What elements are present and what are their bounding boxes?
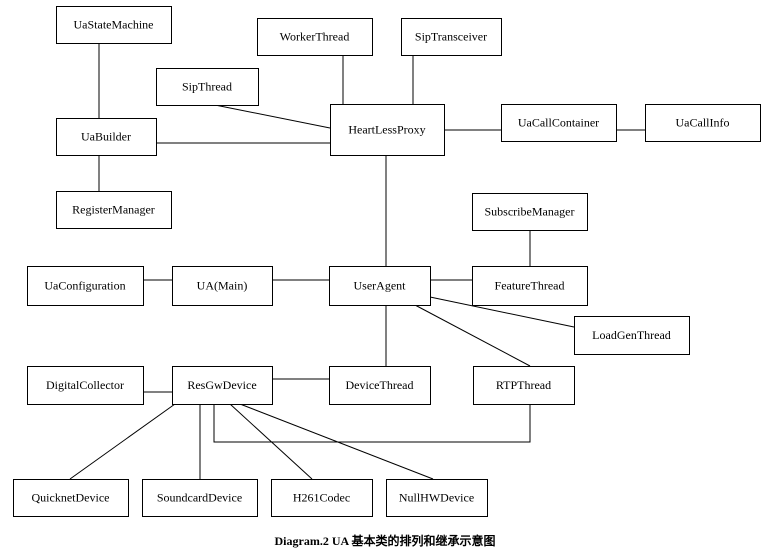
class-box-label: SoundcardDevice xyxy=(157,491,242,505)
class-box-frame xyxy=(56,191,172,229)
class-box-frame xyxy=(56,6,172,44)
class-box-frame xyxy=(330,104,445,156)
connector-res-gw-device-to-null-hw-device xyxy=(239,403,434,480)
class-box-label: LoadGenThread xyxy=(592,328,671,342)
class-box-frame xyxy=(472,266,588,306)
class-box-frame xyxy=(329,266,431,306)
class-box-register-manager: RegisterManager xyxy=(56,191,172,229)
connector-res-gw-device-to-quicknet-device xyxy=(69,403,176,480)
class-box-sip-thread: SipThread xyxy=(156,68,259,106)
class-box-frame xyxy=(386,479,488,517)
class-box-frame xyxy=(501,104,617,142)
class-box-frame xyxy=(329,366,431,405)
class-box-frame xyxy=(156,68,259,106)
class-box-label: UaBuilder xyxy=(81,130,131,144)
class-box-frame xyxy=(257,18,373,56)
class-box-feature-thread: FeatureThread xyxy=(472,266,588,306)
class-box-soundcard-device: SoundcardDevice xyxy=(142,479,258,517)
class-box-label: QuicknetDevice xyxy=(32,491,110,505)
connector-user-agent-to-load-gen-thread xyxy=(429,296,575,328)
class-box-device-thread: DeviceThread xyxy=(329,366,431,405)
class-box-frame xyxy=(473,366,575,405)
class-box-ua-state-machine: UaStateMachine xyxy=(56,6,172,44)
class-box-frame xyxy=(27,266,144,306)
connector-sip-thread-to-heart-less-proxy xyxy=(214,104,331,129)
class-box-label: SubscribeManager xyxy=(485,205,575,219)
class-box-frame xyxy=(56,118,157,156)
diagram-caption: Diagram.2 UA 基本类的排列和继承示意图 xyxy=(274,534,496,548)
class-box-heart-less-proxy: HeartLessProxy xyxy=(330,104,445,156)
class-box-label: RegisterManager xyxy=(72,203,155,217)
class-box-label: UaCallInfo xyxy=(676,116,730,130)
connector-res-gw-device-to-rtp-thread xyxy=(213,404,531,443)
connector-res-gw-device-to-h261-codec xyxy=(229,403,313,480)
class-box-sip-transceiver: SipTransceiver xyxy=(401,18,502,56)
class-box-frame xyxy=(472,193,588,231)
class-box-subscribe-manager: SubscribeManager xyxy=(472,193,588,231)
class-box-frame xyxy=(172,366,273,405)
class-box-ua-call-container: UaCallContainer xyxy=(501,104,617,142)
class-box-frame xyxy=(271,479,373,517)
class-box-worker-thread: WorkerThread xyxy=(257,18,373,56)
class-box-null-hw-device: NullHWDevice xyxy=(386,479,488,517)
class-box-frame xyxy=(401,18,502,56)
class-box-frame xyxy=(645,104,761,142)
class-box-quicknet-device: QuicknetDevice xyxy=(13,479,129,517)
class-box-frame xyxy=(172,266,273,306)
class-box-label: SipTransceiver xyxy=(415,30,487,44)
class-box-label: DigitalCollector xyxy=(46,378,124,392)
class-box-label: HeartLessProxy xyxy=(348,123,425,137)
class-box-frame xyxy=(574,316,690,355)
class-box-label: NullHWDevice xyxy=(399,491,474,505)
class-box-label: UaStateMachine xyxy=(74,18,154,32)
class-box-rtp-thread: RTPThread xyxy=(473,366,575,405)
class-box-ua-configuration: UaConfiguration xyxy=(27,266,144,306)
class-box-frame xyxy=(13,479,129,517)
class-box-label: ResGwDevice xyxy=(187,378,256,392)
class-box-user-agent: UserAgent xyxy=(329,266,431,306)
class-box-ua-call-info: UaCallInfo xyxy=(645,104,761,142)
class-box-load-gen-thread: LoadGenThread xyxy=(574,316,690,355)
class-box-label: SipThread xyxy=(182,80,232,94)
connector-user-agent-to-rtp-thread xyxy=(414,304,531,367)
class-box-label: H261Codec xyxy=(293,491,350,505)
class-box-label: RTPThread xyxy=(496,378,551,392)
class-box-digital-collector: DigitalCollector xyxy=(27,366,144,405)
class-box-ua-builder: UaBuilder xyxy=(56,118,157,156)
class-box-h261-codec: H261Codec xyxy=(271,479,373,517)
connector-layer xyxy=(69,43,645,480)
class-box-ua-main: UA(Main) xyxy=(172,266,273,306)
class-box-label: FeatureThread xyxy=(495,279,565,293)
class-box-res-gw-device: ResGwDevice xyxy=(172,366,273,405)
class-box-label: DeviceThread xyxy=(346,378,414,392)
class-box-frame xyxy=(27,366,144,405)
class-box-label: WorkerThread xyxy=(280,30,350,44)
class-box-label: UA(Main) xyxy=(197,279,248,293)
class-box-frame xyxy=(142,479,258,517)
class-box-label: UaConfiguration xyxy=(44,279,125,293)
class-box-label: UaCallContainer xyxy=(518,116,599,130)
class-box-label: UserAgent xyxy=(354,279,407,293)
